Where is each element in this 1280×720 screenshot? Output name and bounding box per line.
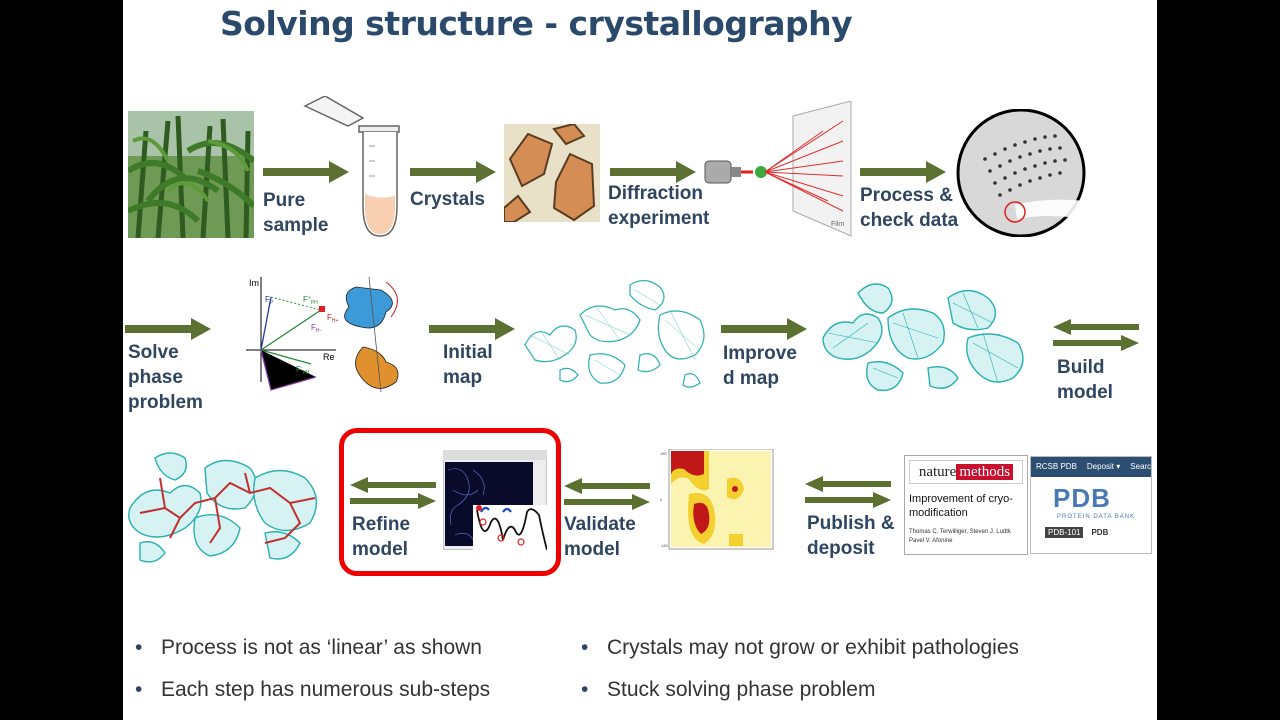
- arrow-right-4: [860, 161, 946, 183]
- argand-im-label: Im: [249, 278, 259, 288]
- sample-tube: [303, 96, 403, 241]
- film-label: Film: [831, 221, 844, 228]
- diffraction-pattern: [955, 109, 1087, 237]
- argand-re-label: Re: [323, 352, 335, 362]
- arrow-left-publish: [805, 476, 891, 492]
- refine-highlight-box: [339, 428, 561, 576]
- label-crystals: Crystals: [410, 189, 485, 210]
- svg-text:0: 0: [660, 497, 663, 502]
- argand-fp-label: FP: [265, 295, 274, 306]
- arrow-right-build: [1053, 335, 1139, 351]
- label-publish: Publish &deposit: [807, 513, 895, 559]
- pdb-subtitle: PROTEIN DATA BANK: [1057, 514, 1136, 520]
- svg-text:180: 180: [660, 451, 667, 456]
- arrow-right-validate: [564, 494, 650, 510]
- arrow-right-5: [125, 318, 211, 340]
- arrow-right-7: [721, 318, 807, 340]
- argand-fph-minus-label: F-PH: [296, 365, 310, 376]
- argand-fph-plus-label: F+PH: [303, 295, 318, 306]
- label-process: Process &check data: [860, 185, 959, 231]
- arrow-left-validate: [564, 478, 650, 494]
- argand-fh-minus-label: FH-: [311, 323, 322, 334]
- model-in-density: [125, 448, 335, 573]
- arrow-right-refine: [350, 493, 436, 509]
- refinement-screenshot: [443, 450, 547, 550]
- svg-text:-180: -180: [660, 543, 669, 548]
- arrow-left-build: [1053, 319, 1139, 335]
- bullet-right-1: •Crystals may not grow or exhibit pathol…: [581, 636, 1020, 659]
- article-title: Improvement of cryo-modification: [909, 493, 1013, 519]
- slide-title: Solving structure - crystallography: [220, 4, 853, 43]
- bullet-left-1: •Process is not as ‘linear’ as shown: [135, 636, 482, 659]
- pdb-logo: PDB: [1053, 483, 1111, 513]
- corn-plant-photo: [128, 111, 254, 238]
- arrow-left-refine: [350, 477, 436, 493]
- argand-diagram: Im Re FP F+PH FH+ FH- F-PH: [241, 272, 411, 402]
- arrow-right-6: [429, 318, 515, 340]
- slide: Solving structure - crystallography Pure…: [123, 0, 1157, 720]
- initial-density-map: [520, 275, 716, 400]
- ramachandran-plot: 180 0 -180: [659, 449, 777, 557]
- bullet-left-2: •Each step has numerous sub-steps: [135, 678, 491, 701]
- crystals-photo: [504, 124, 600, 222]
- argand-fh-plus-label: FH+: [327, 313, 339, 324]
- arrow-right-3: [610, 161, 696, 183]
- bullet-right-2: •Stuck solving phase problem: [581, 678, 876, 701]
- diffraction-setup: Film: [703, 101, 853, 241]
- improved-density-map: [818, 278, 1034, 398]
- arrow-right-publish: [805, 492, 891, 508]
- arrow-right-1: [263, 161, 349, 183]
- arrow-right-2: [410, 161, 496, 183]
